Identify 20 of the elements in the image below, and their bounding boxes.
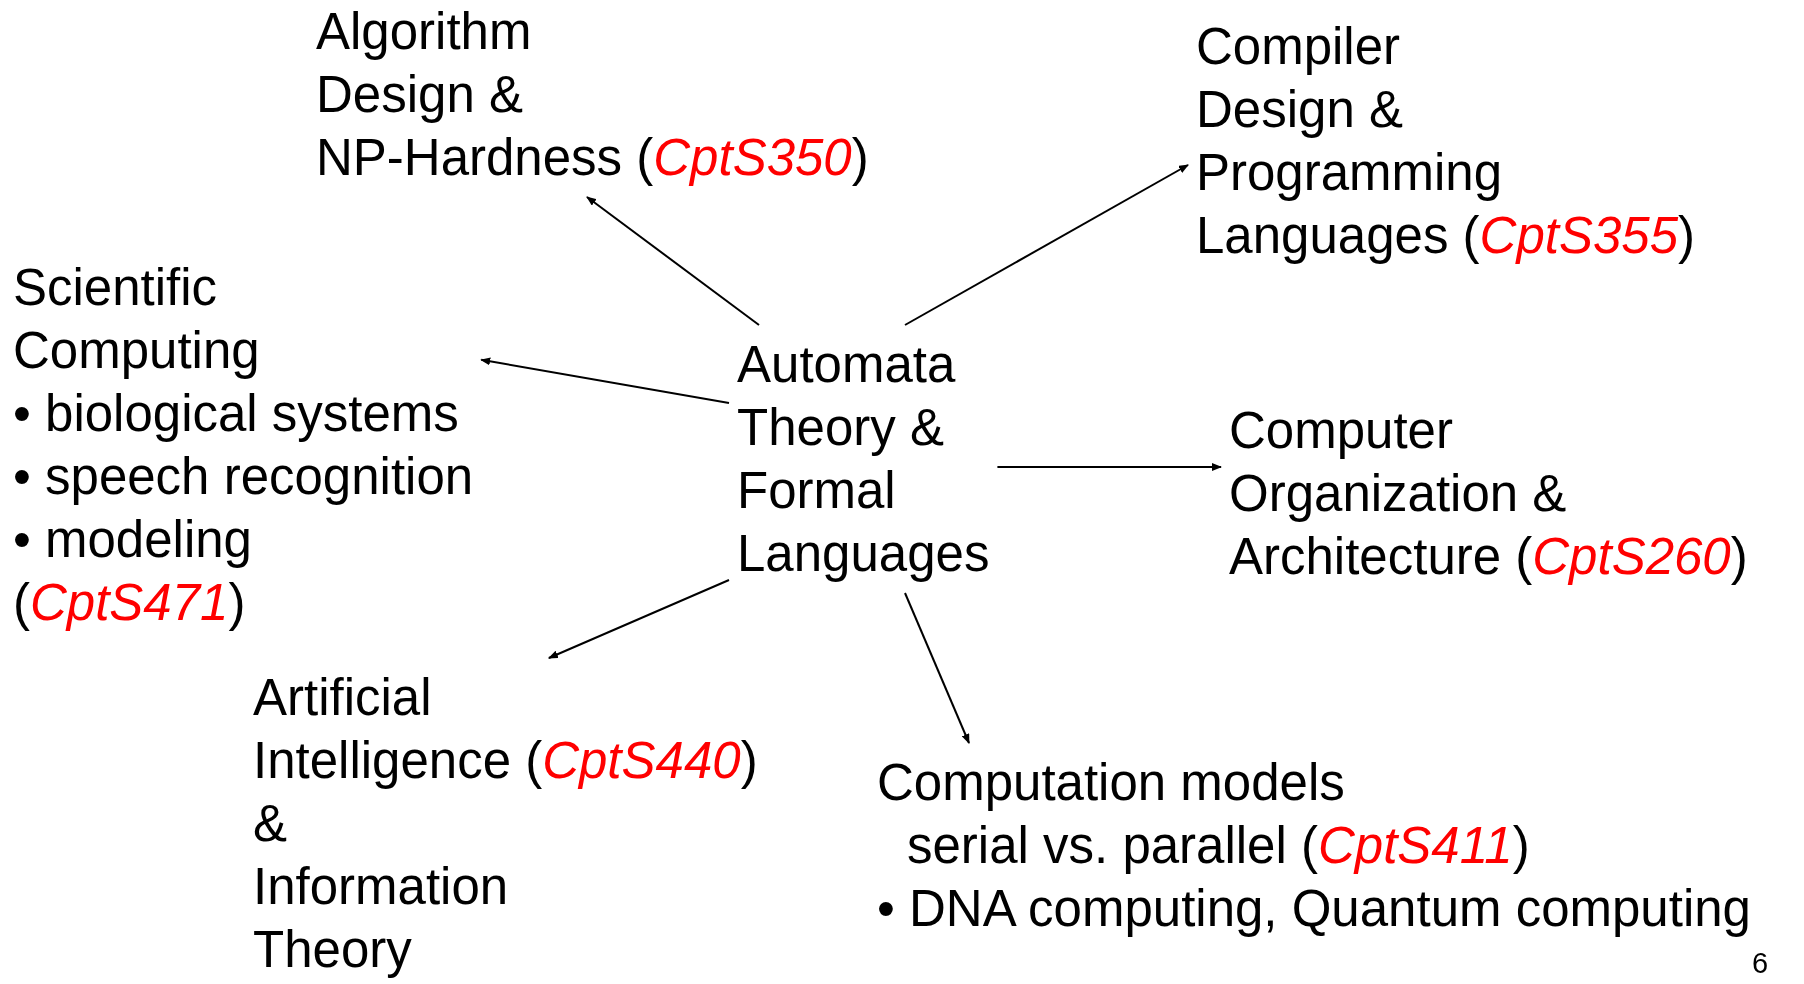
topic-label: Compiler Design & Programming Languages (CptS355) (1196, 15, 1696, 267)
topic-label: Computer Organization & Architecture (CptS260) (1229, 399, 1748, 588)
bullet-item: • DNA computing, Quantum computing (877, 879, 1751, 939)
bullet-item: • modeling (13, 510, 253, 570)
topic-label: Automata Theory & Formal Languages (737, 333, 990, 585)
bullet-item: • speech recognition (13, 447, 474, 507)
arrow (904, 592, 970, 744)
course-code: (CptS471) (13, 573, 247, 633)
arrow (904, 164, 1189, 326)
arrow (996, 463, 1222, 471)
topic-label: Algorithm Design & NP-Hardness (CptS350) (316, 0, 869, 189)
topic-label: Artificial Intelligence (CptS440) & Information Theory (253, 666, 758, 981)
topic-subline: serial vs. parallel (CptS411) (907, 816, 1531, 876)
topic-heading: Scientific Computing (13, 258, 261, 381)
page-number: 6 (1752, 946, 1769, 980)
arrow (480, 357, 730, 404)
bullet-item: • biological systems (13, 384, 460, 444)
arrow (586, 196, 760, 326)
arrow (547, 579, 730, 659)
topic-heading: Computation models (877, 753, 1346, 813)
